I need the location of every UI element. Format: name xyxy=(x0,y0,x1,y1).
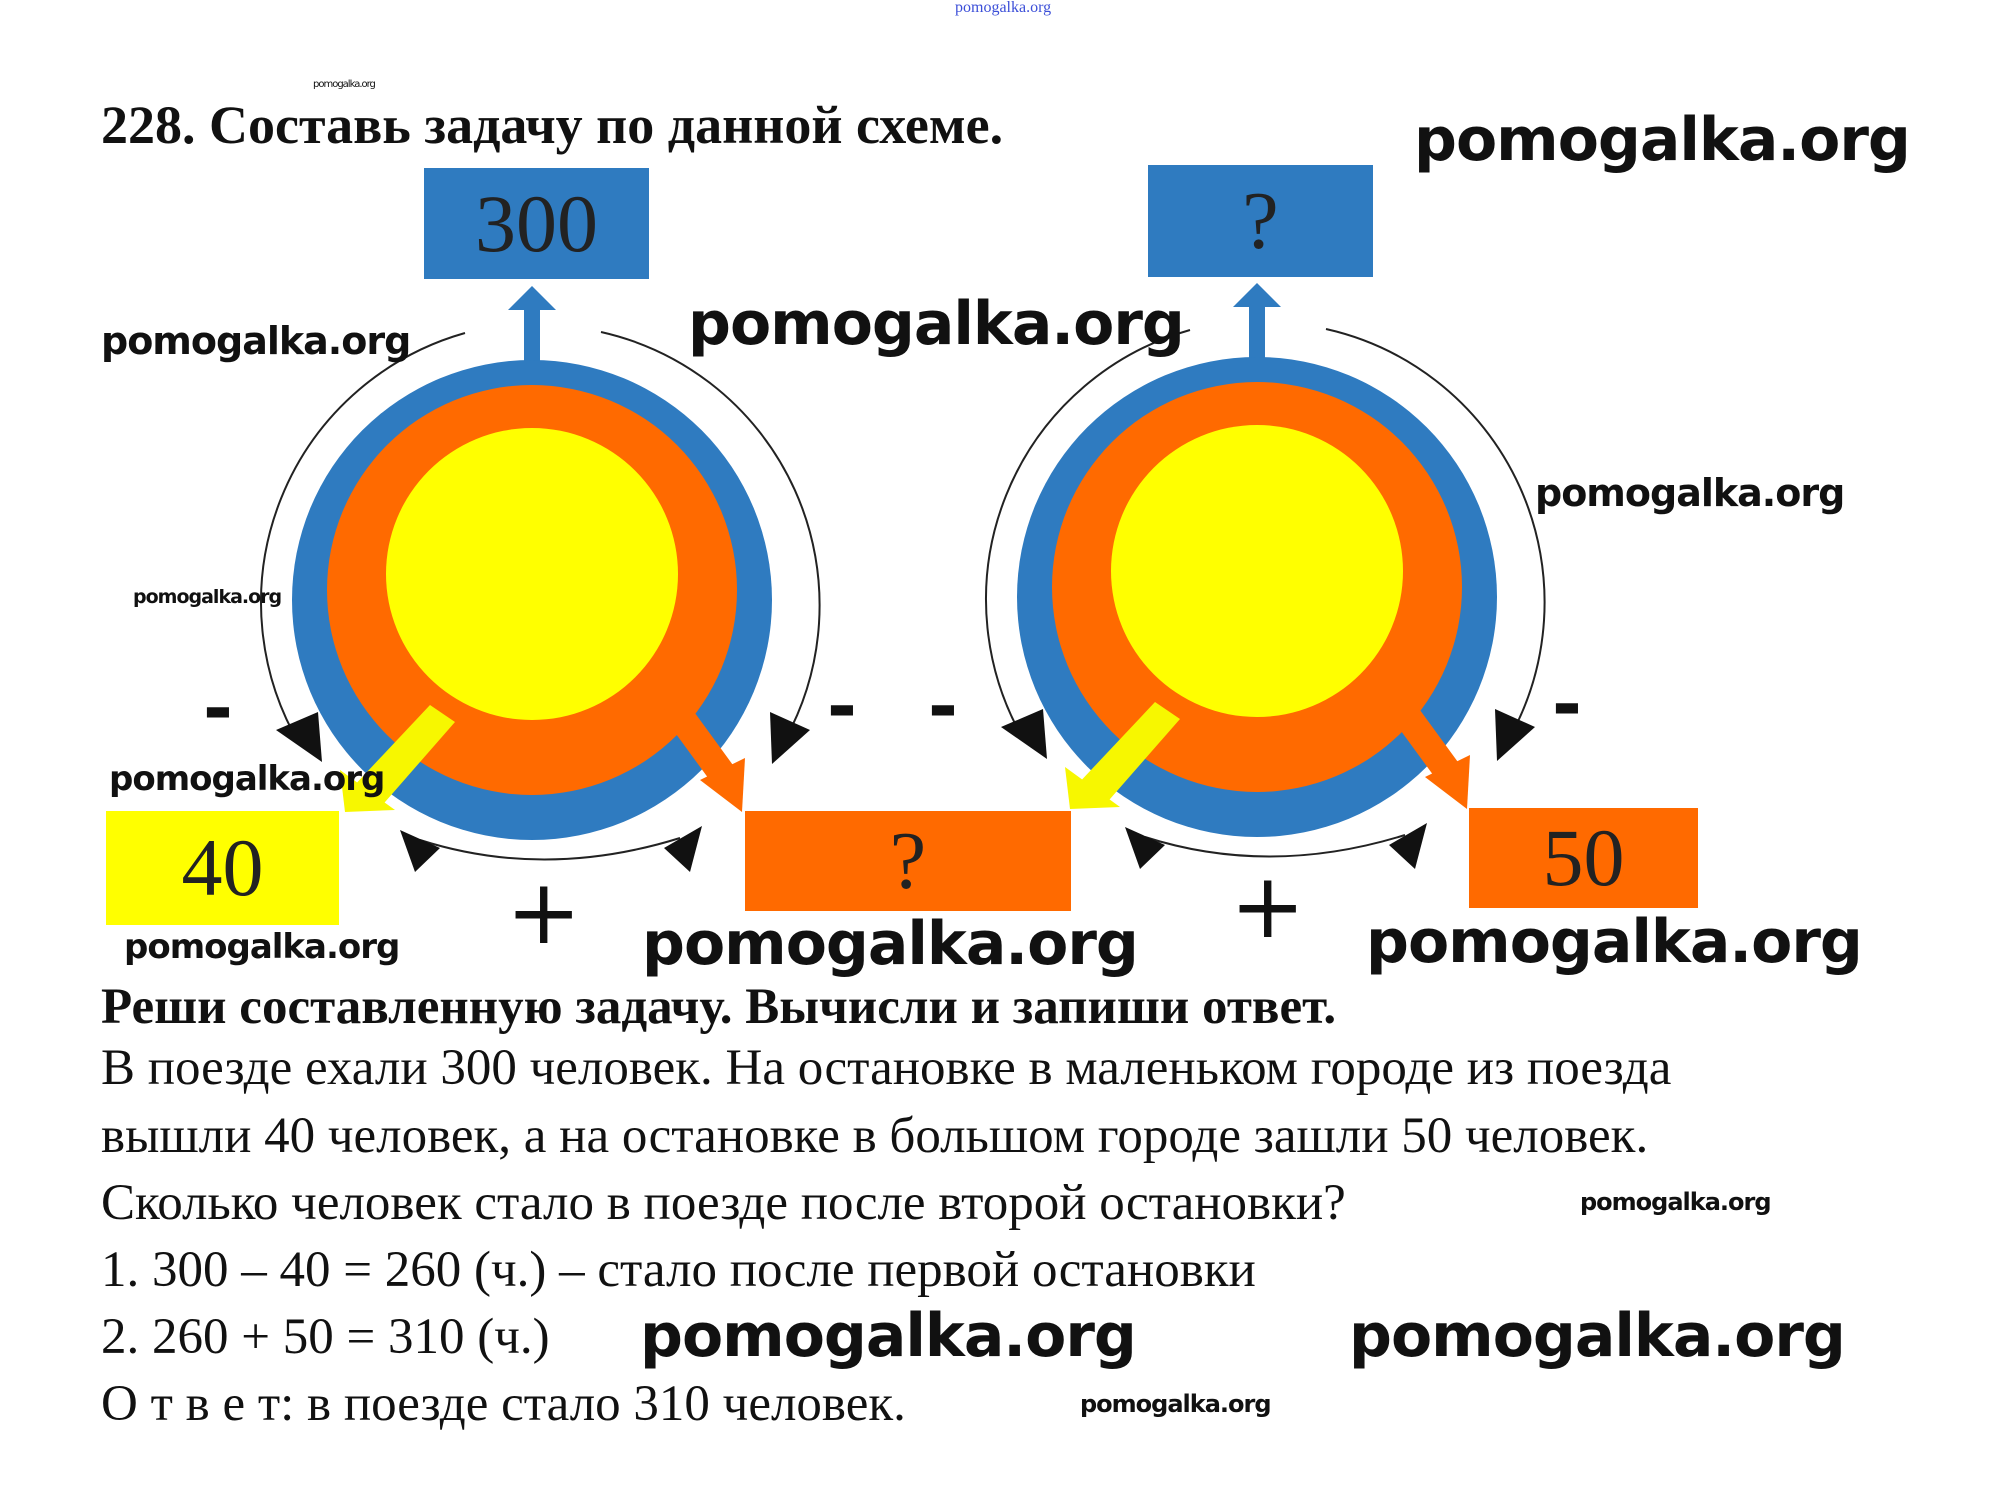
minus-sign: - xyxy=(203,666,233,750)
problem-line: В поезде ехали 300 человек. На остановке… xyxy=(101,1040,1672,1096)
watermark: pomogalka.org xyxy=(642,909,1139,979)
answer-line: О т в е т: в поезде стало 310 человек. xyxy=(101,1376,906,1432)
watermark: pomogalka.org xyxy=(1580,1188,1772,1216)
solution-step: 1. 300 – 40 = 260 (ч.) – стало после пер… xyxy=(101,1242,1256,1298)
scheme-right xyxy=(985,282,1546,870)
watermark: pomogalka.org xyxy=(124,927,400,967)
problem-line: вышли 40 человек, а на остановке в больш… xyxy=(101,1108,1649,1164)
box-right-in: 50 xyxy=(1469,808,1698,908)
minus-sign: - xyxy=(928,664,958,748)
plus-sign: + xyxy=(1230,854,1306,959)
problem-line: Сколько человек стало в поезде после вто… xyxy=(101,1175,1346,1231)
watermark: pomogalka.org xyxy=(640,1301,1137,1371)
box-total-end: ? xyxy=(1148,165,1373,277)
box-left-remaining: ? xyxy=(745,811,1071,911)
watermark: pomogalka.org xyxy=(1535,471,1845,515)
watermark: pomogalka.org xyxy=(101,319,411,363)
watermark: pomogalka.org xyxy=(313,79,376,90)
plus-sign: + xyxy=(506,860,582,965)
task-title: 228. Составь задачу по данной схеме. xyxy=(101,95,1004,155)
watermark: pomogalka.org xyxy=(955,0,1052,16)
box-total-start: 300 xyxy=(424,168,649,279)
watermark: pomogalka.org xyxy=(1414,105,1911,175)
minus-sign: - xyxy=(827,664,857,748)
watermark: pomogalka.org xyxy=(688,289,1185,359)
watermark: pomogalka.org xyxy=(109,759,385,799)
watermark: pomogalka.org xyxy=(133,586,282,608)
minus-sign: - xyxy=(1552,662,1582,746)
watermark: pomogalka.org xyxy=(1349,1301,1846,1371)
watermark: pomogalka.org xyxy=(1366,907,1863,977)
box-left-out: 40 xyxy=(106,811,339,925)
solution-heading: Реши составленную задачу. Вычисли и запи… xyxy=(101,979,1337,1035)
watermark: pomogalka.org xyxy=(1080,1390,1272,1418)
solution-step: 2. 260 + 50 = 310 (ч.) xyxy=(101,1309,550,1365)
